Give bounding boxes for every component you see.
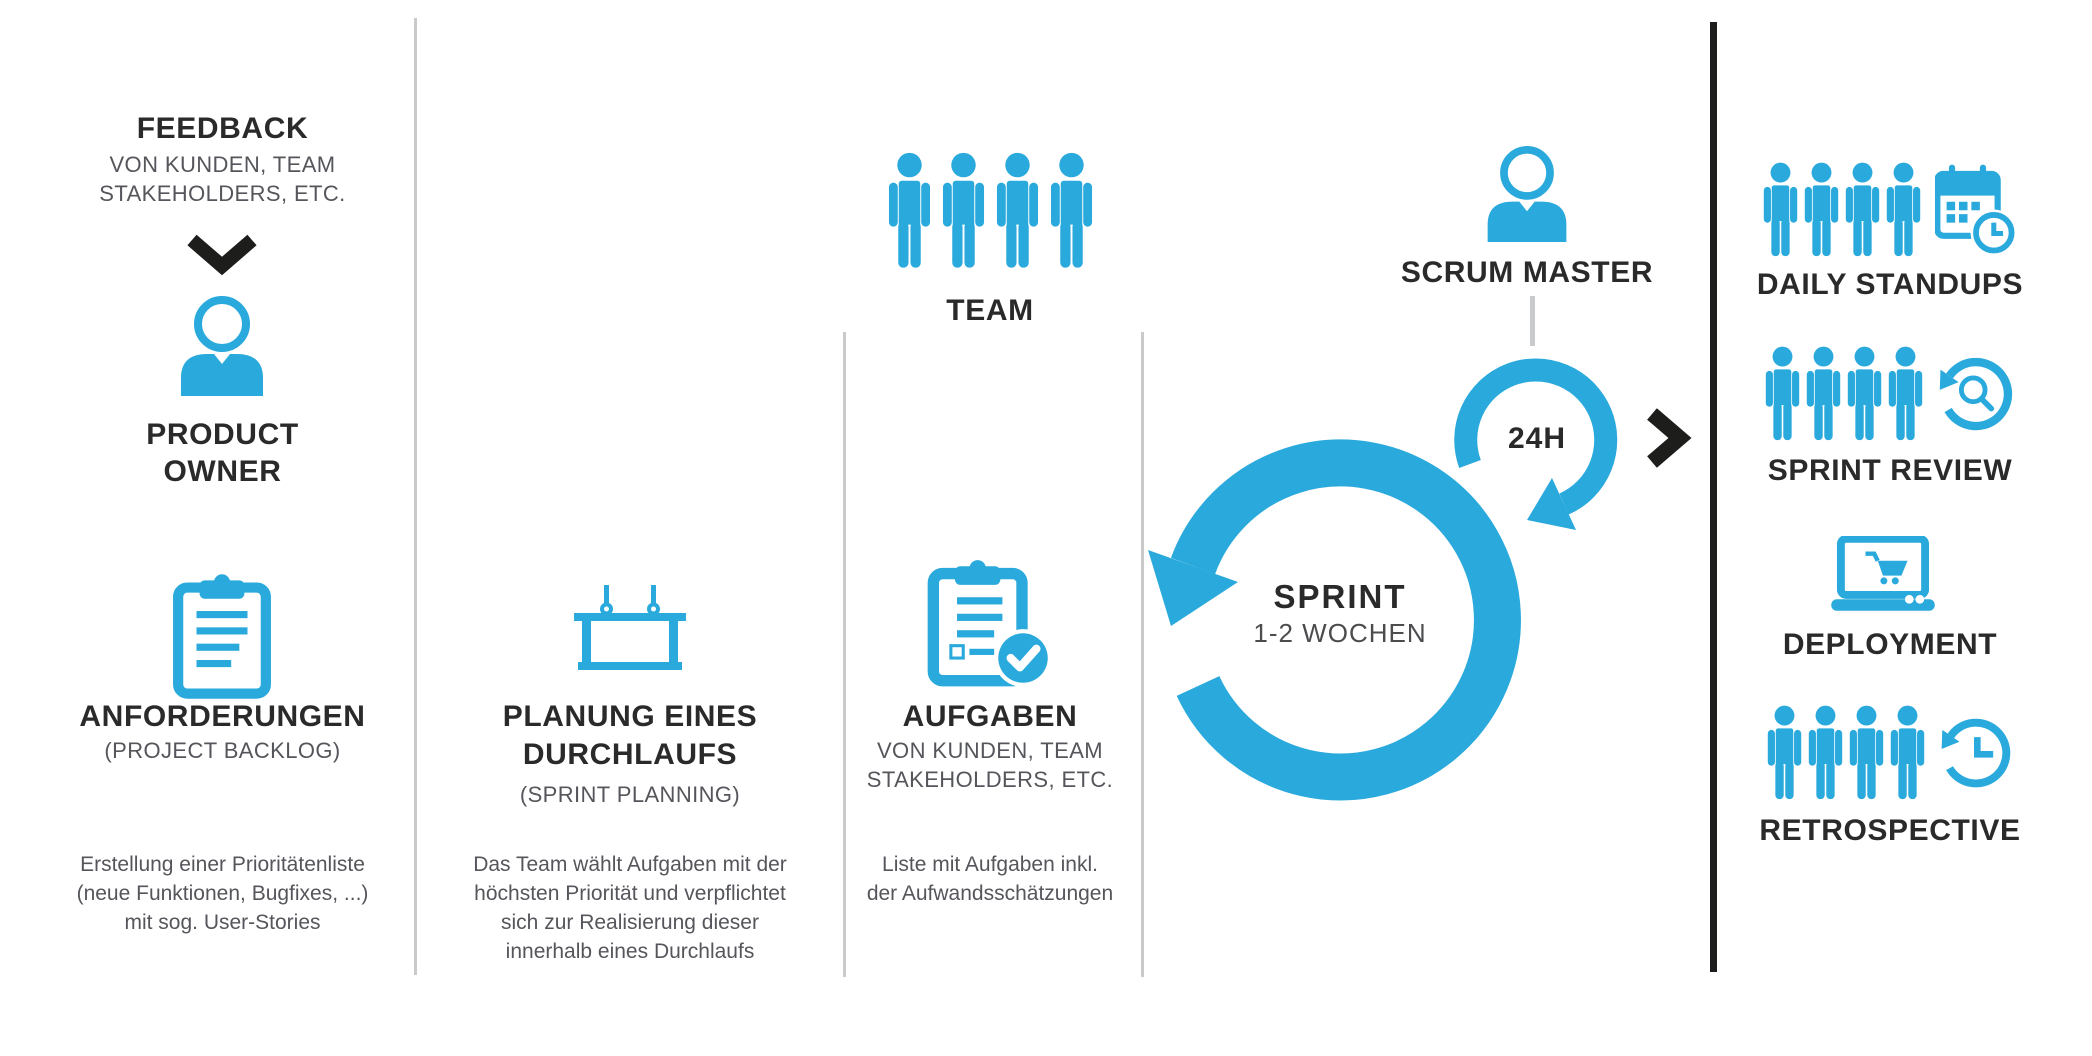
retrospective-label: RETROSPECTIVE bbox=[1759, 814, 2021, 847]
laptop-cart-icon bbox=[1831, 536, 1935, 611]
tasks-note: Liste mit Aufgaben inkl. der Aufwandssch… bbox=[855, 850, 1125, 908]
divider-2 bbox=[843, 332, 846, 977]
sprint-planning-note-line1: Das Team wählt Aufgaben mit der bbox=[473, 853, 787, 876]
scrum-master-icon bbox=[1474, 146, 1580, 242]
person-icon bbox=[1806, 346, 1841, 442]
chevron-right-icon bbox=[1647, 408, 1692, 468]
backlog-clipboard-icon bbox=[173, 574, 271, 699]
rotate-search-icon bbox=[1939, 357, 2013, 431]
team-members-icon bbox=[1767, 705, 1925, 801]
sprint-planning-title-line2: DURCHLAUFS bbox=[522, 738, 738, 771]
sprint-planning-title-line1: PLANUNG EINES bbox=[502, 700, 758, 733]
clock-history-icon bbox=[1941, 718, 2011, 788]
person-icon bbox=[1890, 705, 1925, 801]
scrum-master-label: SCRUM MASTER bbox=[1400, 256, 1654, 289]
backlog-note: Erstellung einer Prioritätenliste (neue … bbox=[40, 850, 405, 937]
calendar-clock-icon bbox=[1935, 164, 2017, 256]
feedback-subtitle-line2: STAKEHOLDERS, ETC. bbox=[99, 181, 346, 206]
person-icon bbox=[1845, 162, 1880, 258]
divider-black bbox=[1710, 22, 1717, 972]
chevron-down-icon bbox=[187, 234, 257, 276]
team-members-icon bbox=[888, 152, 1093, 270]
feedback-subtitle-line1: VON KUNDEN, TEAM bbox=[109, 152, 336, 177]
role-line2: OWNER bbox=[163, 455, 282, 488]
daily-standups-label: DAILY STANDUPS bbox=[1756, 268, 2024, 301]
person-icon bbox=[996, 152, 1039, 270]
person-icon bbox=[1808, 705, 1843, 801]
sprint-planning-note-line4: innerhalb eines Durchlaufs bbox=[505, 940, 755, 963]
daily-loop-label: 24H bbox=[1507, 422, 1567, 455]
person-icon bbox=[1847, 346, 1882, 442]
person-icon bbox=[888, 152, 931, 270]
tasks-title: AUFGABEN bbox=[902, 700, 1078, 733]
tasks-note-line2: der Aufwandsschätzungen bbox=[866, 882, 1114, 905]
person-icon bbox=[1765, 346, 1800, 442]
tasks-subtitle-line1: VON KUNDEN, TEAM bbox=[876, 738, 1104, 763]
team-members-icon bbox=[1765, 346, 1923, 442]
role-line1: PRODUCT bbox=[146, 418, 299, 451]
deployment-label: DEPLOYMENT bbox=[1782, 628, 1998, 661]
backlog-title: ANFORDERUNGEN bbox=[79, 700, 366, 733]
feedback-subtitle: VON KUNDEN, TEAM STAKEHOLDERS, ETC. bbox=[40, 150, 405, 208]
retrospective-row bbox=[1740, 700, 2040, 806]
sprint-cycle-icon bbox=[1148, 358, 1618, 801]
tasks-subtitle-line2: STAKEHOLDERS, ETC. bbox=[866, 767, 1114, 792]
backlog-note-line1: Erstellung einer Prioritätenliste bbox=[80, 853, 365, 876]
tasks-clipboard-icon bbox=[927, 560, 1052, 687]
sprint-review-label: SPRINT REVIEW bbox=[1767, 454, 2013, 487]
person-icon bbox=[1804, 162, 1839, 258]
product-owner-icon bbox=[167, 296, 277, 396]
person-icon bbox=[1849, 705, 1884, 801]
person-icon bbox=[1050, 152, 1093, 270]
product-owner-label: PRODUCT OWNER bbox=[40, 416, 405, 490]
divider-3 bbox=[1141, 332, 1144, 977]
sprint-planning-note: Das Team wählt Aufgaben mit der höchsten… bbox=[440, 850, 820, 966]
scrum-master-connector bbox=[1530, 296, 1535, 346]
backlog-note-line3: mit sog. User-Stories bbox=[124, 911, 321, 934]
backlog-subtitle: (PROJECT BACKLOG) bbox=[104, 738, 341, 763]
team-members-icon bbox=[1763, 162, 1921, 258]
sprint-planning-title: PLANUNG EINES DURCHLAUFS bbox=[440, 698, 820, 774]
sprint-review-row bbox=[1740, 344, 2040, 444]
sprint-duration-label: 1-2 WOCHEN bbox=[1253, 618, 1427, 648]
sprint-label: SPRINT bbox=[1273, 578, 1407, 615]
team-label: TEAM bbox=[946, 294, 1034, 327]
person-icon bbox=[1763, 162, 1798, 258]
feedback-title: FEEDBACK bbox=[136, 112, 309, 145]
sprint-planning-note-line3: sich zur Realisierung dieser bbox=[501, 911, 759, 934]
person-icon bbox=[1767, 705, 1802, 801]
person-icon bbox=[942, 152, 985, 270]
person-icon bbox=[1888, 346, 1923, 442]
sprint-planning-subtitle: (SPRINT PLANNING) bbox=[519, 782, 741, 807]
tasks-subtitle: VON KUNDEN, TEAM STAKEHOLDERS, ETC. bbox=[855, 736, 1125, 794]
person-icon bbox=[1886, 162, 1921, 258]
divider-1 bbox=[414, 18, 417, 975]
sprint-planning-note-line2: höchsten Priorität und verpflichtet bbox=[474, 882, 786, 905]
backlog-note-line2: (neue Funktionen, Bugfixes, ...) bbox=[76, 882, 369, 905]
sprint-planning-board-icon bbox=[574, 585, 686, 670]
tasks-note-line1: Liste mit Aufgaben inkl. bbox=[882, 853, 1098, 876]
daily-standups-row bbox=[1740, 152, 2040, 267]
